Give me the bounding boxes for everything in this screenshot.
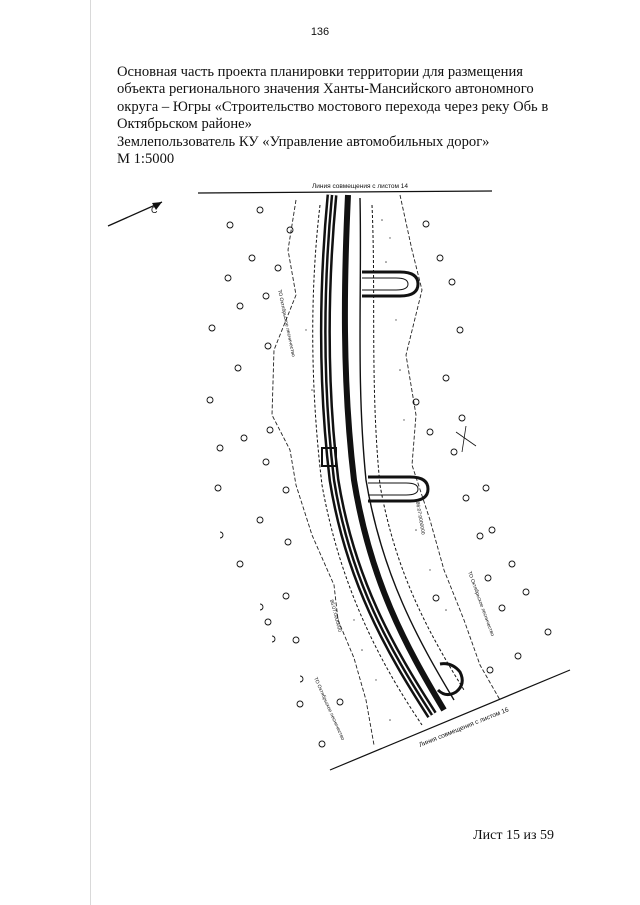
match-line-bottom bbox=[329, 669, 571, 771]
cross-marker-icon bbox=[455, 425, 477, 453]
ramp-loop-middle bbox=[368, 475, 430, 503]
cadastral-label-left: 86:07:0000000 bbox=[328, 599, 342, 633]
ramp-loop-upper bbox=[362, 270, 420, 298]
sheet-number: Лист 15 из 59 bbox=[473, 828, 554, 843]
match-line-top-label: Линия совмещения с листом 14 bbox=[312, 183, 408, 190]
match-line-top bbox=[197, 190, 493, 194]
header-line-2: объекта регионального значения Ханты-Ман… bbox=[117, 81, 534, 98]
document-header: Основная часть проекта планировки террит… bbox=[117, 64, 557, 168]
page-number: 136 bbox=[310, 26, 330, 38]
boundary-left bbox=[271, 199, 375, 746]
structure-left bbox=[321, 447, 337, 467]
stipple-area bbox=[305, 219, 447, 721]
cadastral-label-right: 86:07:0000000 bbox=[414, 501, 426, 535]
road-corridor bbox=[312, 194, 465, 726]
header-line-4: Октябрьском районе» bbox=[117, 116, 252, 133]
north-arrow-label: С bbox=[151, 205, 158, 215]
planning-map: Линия совмещения с листом 14 Линия совме… bbox=[107, 183, 571, 771]
ramp-loop-lower bbox=[436, 662, 464, 697]
forestry-label-right: ТО Октябрьское лесничество bbox=[466, 571, 495, 638]
header-line-1: Основная часть проекта планировки террит… bbox=[117, 64, 523, 80]
forestry-label-left-lower: ТО Октябрьское лесничество bbox=[312, 676, 345, 741]
land-user-line: Землепользователь КУ «Управление автомоб… bbox=[117, 133, 490, 150]
header-line-3: округа – Югры «Строительство мостового п… bbox=[117, 98, 549, 115]
forest-symbols bbox=[206, 206, 552, 748]
page-margin-line bbox=[90, 0, 91, 905]
forestry-label-left-upper: ТО Октябрьское лесничество bbox=[276, 289, 296, 357]
scale-line: М 1:5000 bbox=[117, 151, 175, 168]
north-arrow-icon: С bbox=[107, 201, 163, 227]
forest-arc-symbols bbox=[219, 531, 304, 683]
